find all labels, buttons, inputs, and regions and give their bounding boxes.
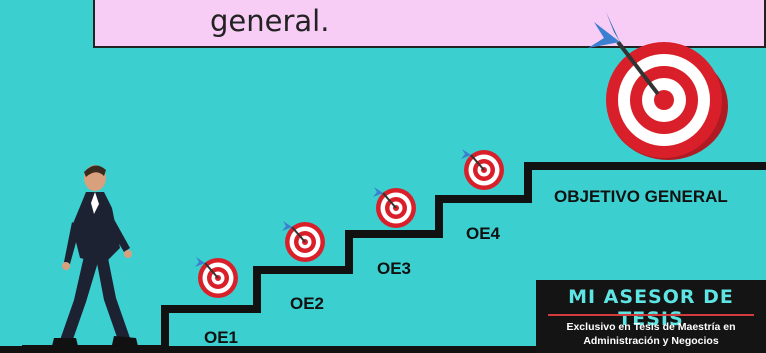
brand-subtitle-line2: Administración y Negocios [583, 335, 719, 347]
step-label-oe2: OE2 [290, 294, 325, 313]
brand-subtitle-line1: Exclusivo en Tesis de Maestría en [566, 321, 736, 333]
brand-title: MI ASESOR DE TESIS [568, 286, 734, 330]
brand-box: MI ASESOR DE TESIS Exclusivo en Tesis de… [536, 280, 766, 353]
brand-subtitle: Exclusivo en Tesis de Maestría en Admini… [536, 320, 766, 348]
banner-text: general. [210, 4, 330, 38]
step-label-general: OBJETIVO GENERAL [554, 187, 728, 206]
target-oe4-icon [460, 148, 505, 191]
step-label-oe4: OE4 [466, 224, 501, 243]
target-oe2-icon [281, 220, 326, 263]
step-label-oe3: OE3 [377, 259, 412, 278]
target-general-icon [588, 12, 728, 160]
title-banner: general. [93, 0, 766, 48]
businessman-figure [52, 165, 138, 346]
target-oe3-icon [372, 186, 417, 229]
step-label-oe1: OE1 [204, 328, 239, 347]
staircase [22, 162, 766, 353]
target-oe1-icon [194, 256, 239, 299]
brand-divider [548, 314, 754, 316]
